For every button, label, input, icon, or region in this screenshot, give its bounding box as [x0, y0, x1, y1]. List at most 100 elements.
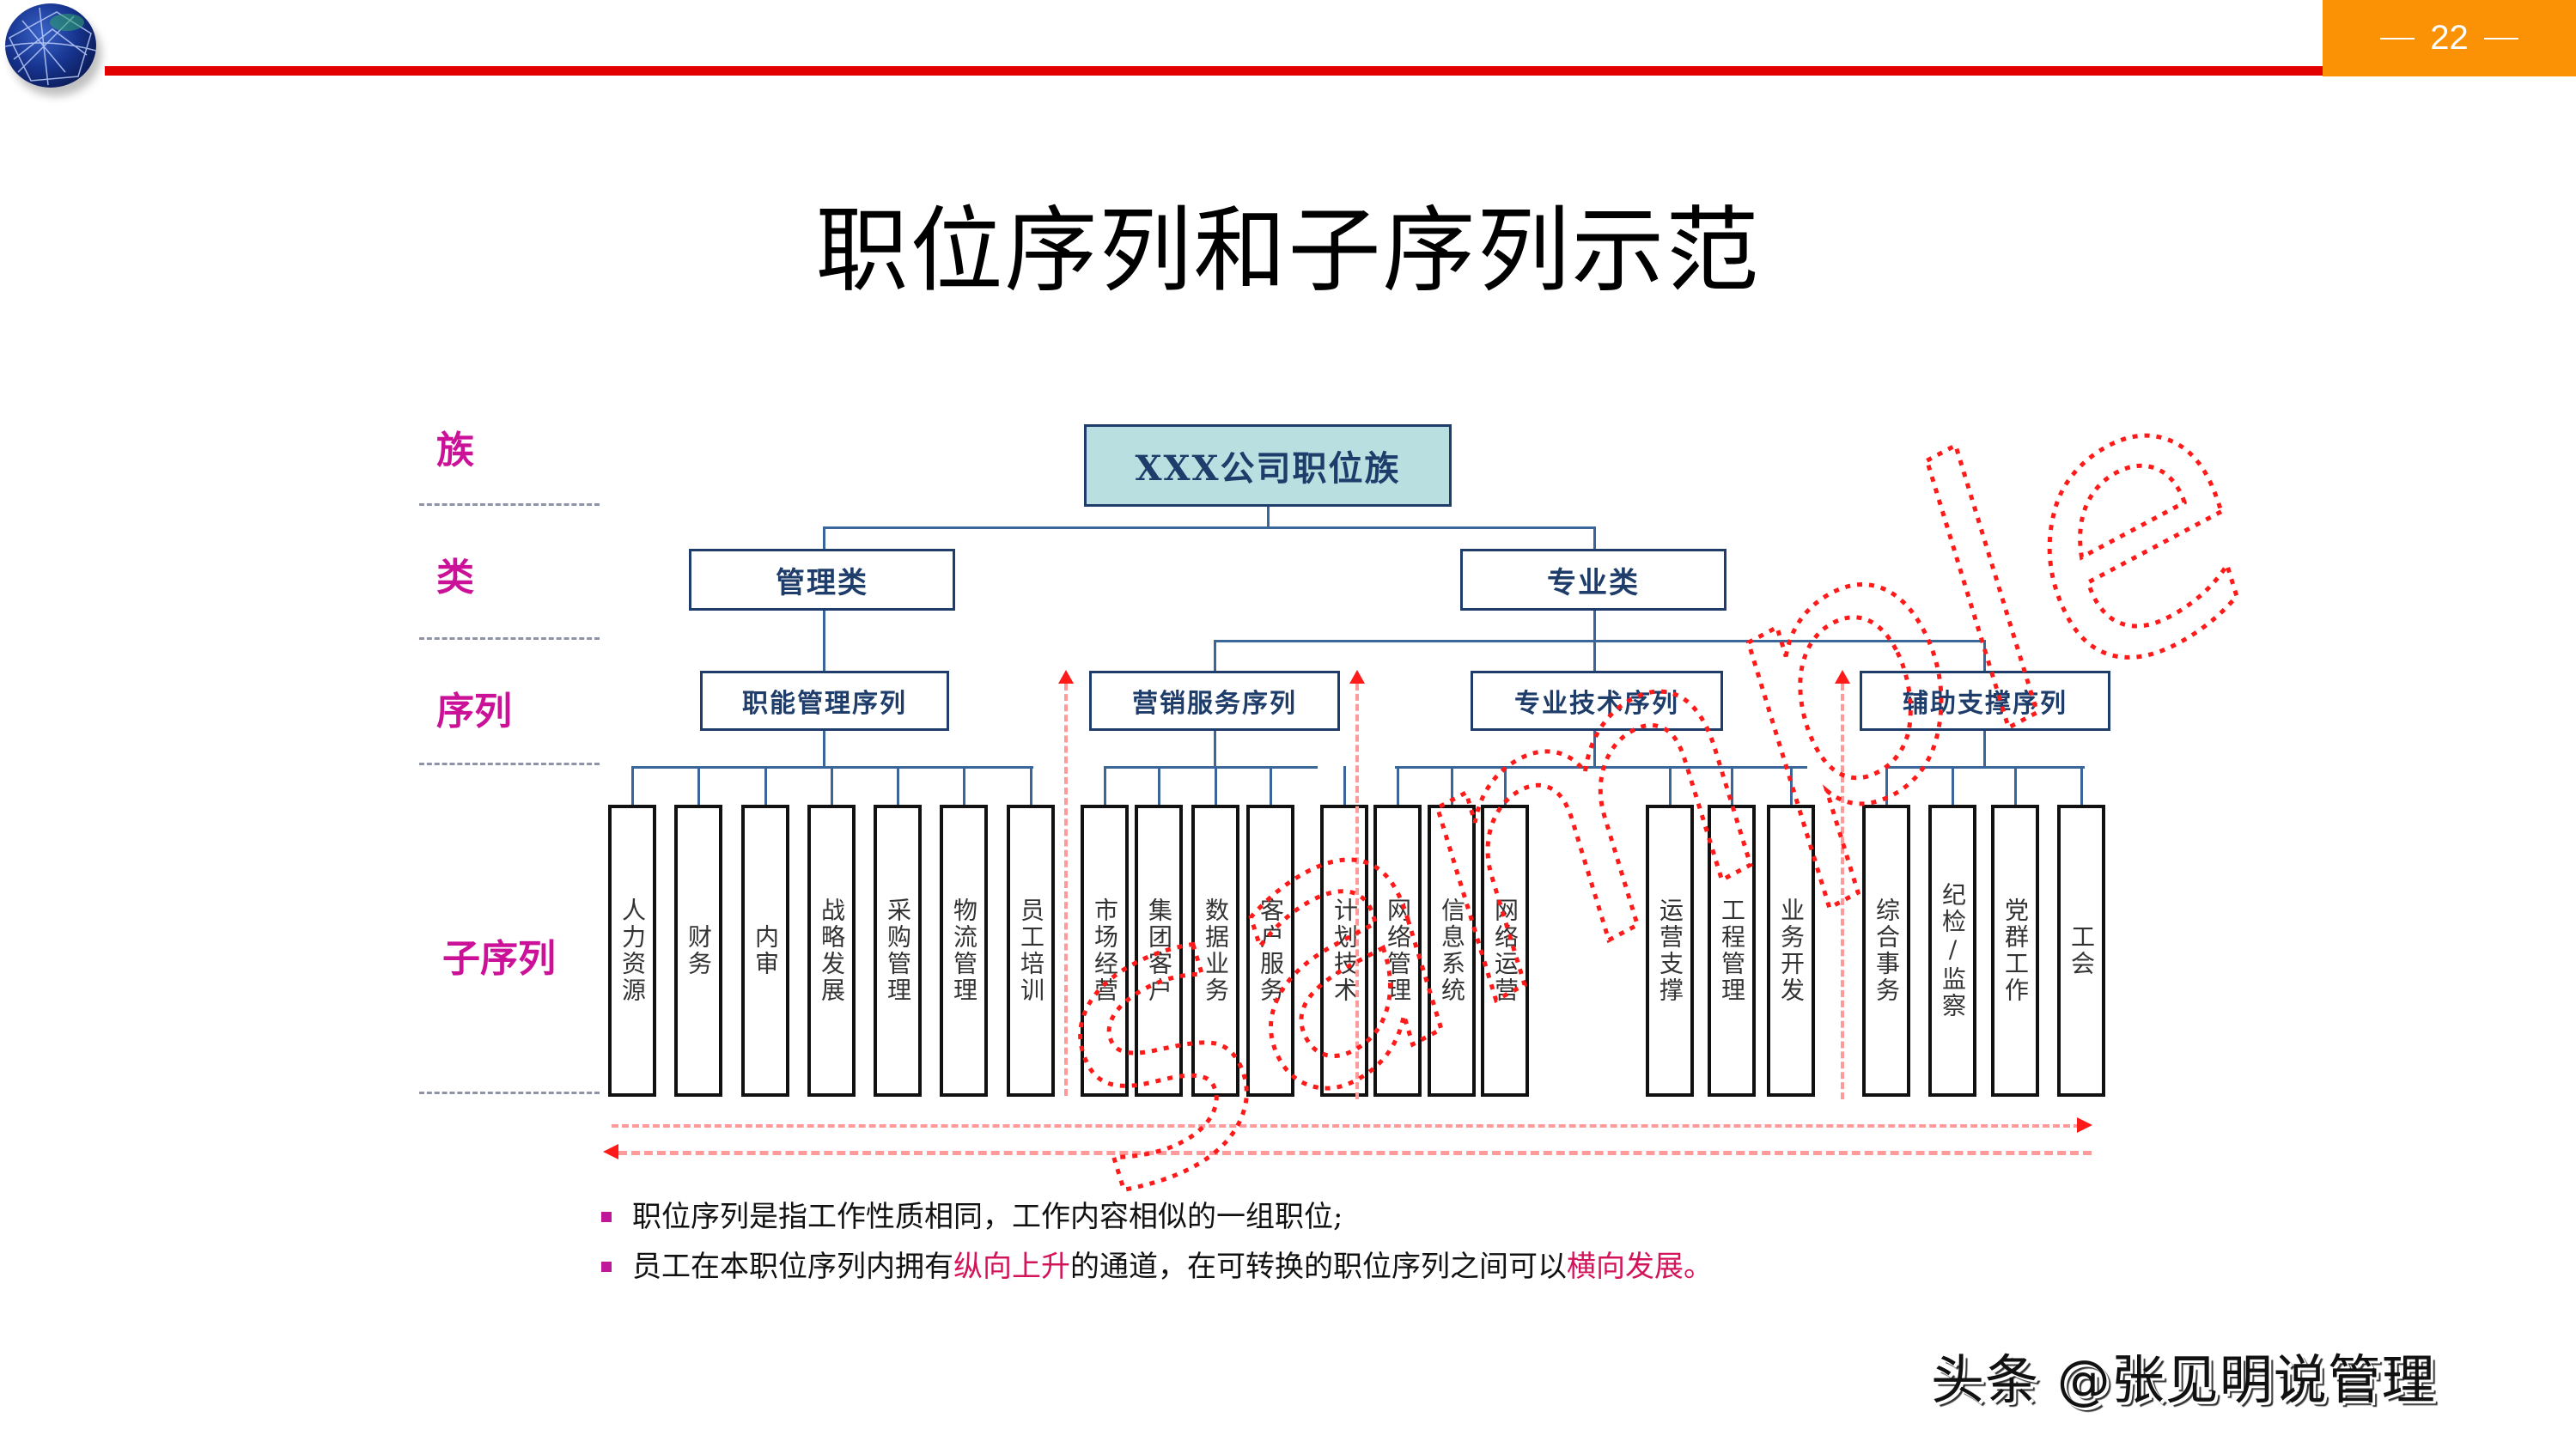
note-text: 的通道，在可转换的职位序列之间可以	[1070, 1250, 1567, 1284]
subsequence-box: 业务开发	[1767, 805, 1815, 1097]
subsequence-box: 计划技术	[1320, 805, 1368, 1097]
sequence-node-support: 辅助支撑序列	[1860, 671, 2110, 731]
subsequence-box: 信息系统	[1428, 805, 1476, 1097]
level-separator	[419, 763, 600, 765]
subsequence-box: 客户服务	[1246, 805, 1294, 1097]
note-highlight: 横向发展。	[1567, 1250, 1713, 1284]
connector	[1669, 766, 1672, 806]
horizontal-growth-line	[618, 1151, 2092, 1155]
source-watermark: 头条 @张见明说管理	[1931, 1348, 2436, 1411]
connector	[1397, 766, 1399, 806]
level-label-class: 类	[436, 556, 474, 599]
subsequence-box: 运营支撑	[1646, 805, 1694, 1097]
connector	[1790, 766, 1793, 806]
sequence-node-technical: 专业技术序列	[1471, 671, 1723, 731]
bullet-square-icon	[601, 1262, 612, 1272]
page-number-badge: 22	[2323, 0, 2576, 76]
connector	[823, 731, 825, 767]
subsequence-box: 网络管理	[1373, 805, 1422, 1097]
connector	[831, 766, 833, 806]
level-label-subsequence: 子序列	[442, 937, 556, 981]
connector	[1983, 640, 1986, 672]
subsequence-box: 战略发展	[807, 805, 856, 1097]
class-node-management: 管理类	[689, 549, 955, 611]
connector	[631, 766, 634, 806]
connector	[1731, 766, 1733, 806]
page-number: 22	[2430, 19, 2469, 57]
subsequence-box: 数据业务	[1191, 805, 1239, 1097]
note-item: 员工在本职位序列内拥有纵向上升的通道，在可转换的职位序列之间可以横向发展。	[601, 1242, 1713, 1292]
class-node-professional: 专业类	[1460, 549, 1726, 611]
connector	[963, 766, 965, 806]
subsequence-box: 财务	[674, 805, 722, 1097]
subsequence-box: 党群工作	[1991, 805, 2039, 1097]
connector	[1343, 766, 1346, 806]
connector	[1267, 507, 1270, 528]
subsequence-box: 工会	[2057, 805, 2105, 1097]
connector	[1395, 766, 1807, 769]
notes-list: 职位序列是指工作性质相同，工作内容相似的一组职位; 员工在本职位序列内拥有纵向上…	[601, 1192, 1713, 1292]
subsequence-box: 综合事务	[1862, 805, 1910, 1097]
connector	[823, 611, 825, 672]
vertical-growth-arrow-icon	[1349, 670, 1365, 684]
connector	[1104, 766, 1106, 806]
connector	[1158, 766, 1160, 806]
connector	[1504, 766, 1507, 806]
note-item: 职位序列是指工作性质相同，工作内容相似的一组职位;	[601, 1192, 1713, 1242]
level-label-sequence: 序列	[436, 690, 512, 733]
subsequence-box: 集团客户	[1135, 805, 1183, 1097]
connector	[1952, 766, 1954, 806]
bullet-square-icon	[601, 1212, 612, 1222]
connector	[1030, 766, 1032, 806]
level-separator	[419, 503, 600, 506]
connector	[2014, 766, 2017, 806]
subsequence-box: 市场经营	[1081, 805, 1129, 1097]
connector	[1214, 640, 1216, 672]
connector	[2080, 766, 2083, 806]
dash-right	[2483, 37, 2518, 40]
connector	[823, 526, 825, 551]
subsequence-box: 内审	[741, 805, 789, 1097]
header-red-bar	[105, 66, 2324, 76]
subsequence-box: 物流管理	[940, 805, 988, 1097]
connector	[1593, 526, 1596, 551]
connector	[1214, 640, 1984, 642]
root-node: XXX公司职位族	[1084, 424, 1452, 507]
connector	[1105, 766, 1318, 769]
dash-left	[2380, 37, 2415, 40]
note-text: 职位序列是指工作性质相同，工作内容相似的一组职位;	[632, 1200, 1343, 1234]
vertical-growth-arrow-icon	[1058, 670, 1074, 684]
connector	[697, 766, 700, 806]
horizontal-growth-line	[612, 1124, 2080, 1128]
note-text: 员工在本职位序列内拥有	[632, 1250, 953, 1284]
connector	[1886, 766, 2085, 769]
level-label-family: 族	[436, 429, 474, 472]
subsequence-box: 人力资源	[608, 805, 656, 1097]
connector	[1983, 731, 1986, 767]
arrow-right-icon	[2077, 1117, 2092, 1133]
connector	[1215, 766, 1217, 806]
note-highlight: 纵向上升	[953, 1250, 1070, 1284]
vertical-growth-line	[1064, 684, 1068, 1096]
subsequence-box: 网络运营	[1481, 805, 1529, 1097]
subsequence-box: 采购管理	[874, 805, 922, 1097]
slide-title: 职位序列和子序列示范	[815, 198, 1761, 305]
vertical-growth-line	[1841, 684, 1844, 1099]
subsequence-box: 员工培训	[1007, 805, 1055, 1097]
level-separator	[419, 637, 600, 640]
globe-logo-icon	[5, 3, 96, 88]
subsequence-box: 纪检/监察	[1928, 805, 1976, 1097]
connector	[1593, 731, 1596, 767]
connector	[1451, 766, 1453, 806]
connector	[764, 766, 767, 806]
connector	[1214, 731, 1216, 767]
connector	[1270, 766, 1272, 806]
vertical-growth-line	[1355, 684, 1359, 1099]
level-separator	[419, 1092, 600, 1094]
sequence-node-marketing: 营销服务序列	[1089, 671, 1340, 731]
connector	[823, 526, 1594, 529]
connector	[1885, 766, 1888, 806]
sequence-node-functional: 职能管理序列	[700, 671, 949, 731]
arrow-left-icon	[603, 1144, 618, 1159]
vertical-growth-arrow-icon	[1835, 670, 1850, 684]
